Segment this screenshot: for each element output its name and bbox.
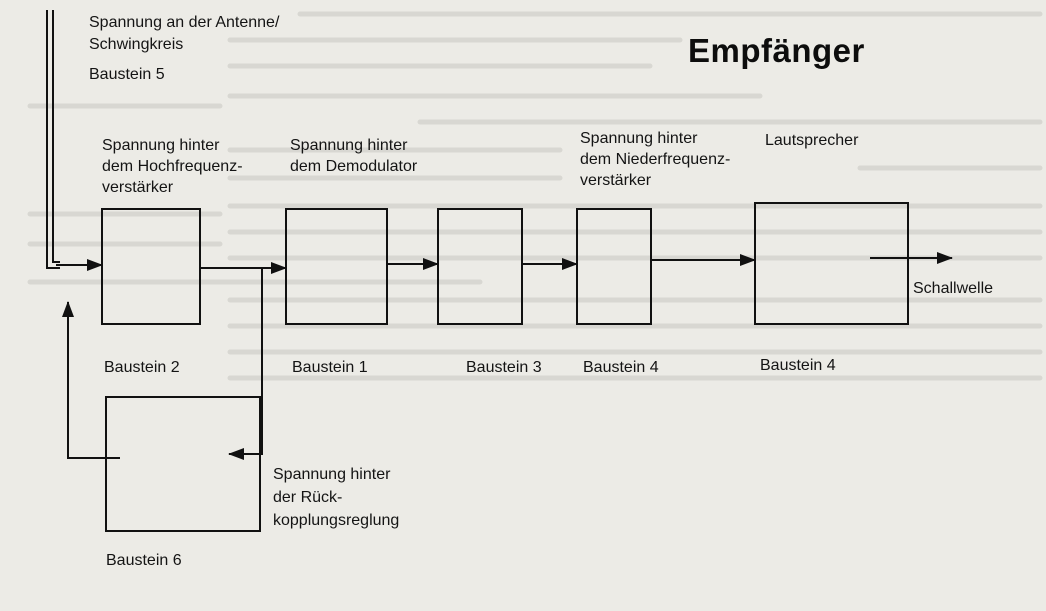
label-demod-line2: dem Demodulator xyxy=(290,158,418,175)
block-baustein-1 xyxy=(285,208,388,325)
block-baustein-3 xyxy=(437,208,523,325)
label-antenna-line2: Schwingkreis xyxy=(89,36,184,53)
label-hf-line1: Spannung hinter xyxy=(102,137,220,154)
block-label-baustein-3: Baustein 3 xyxy=(466,359,542,376)
label-nf-line2: dem Niederfrequenz- xyxy=(580,151,731,168)
label-antenna-line1: Spannung an der Antenne/ xyxy=(89,14,280,31)
block-label-baustein-6: Baustein 6 xyxy=(106,552,182,569)
block-label-baustein-4a: Baustein 4 xyxy=(583,359,659,376)
label-fb-line1: Spannung hinter xyxy=(273,466,391,483)
feedback-loop-line xyxy=(67,306,120,459)
label-nf-line3: verstärker xyxy=(580,172,652,189)
page-title: Empfänger xyxy=(688,32,865,69)
antenna-lead xyxy=(46,10,60,269)
label-demod-line1: Spannung hinter xyxy=(290,137,408,154)
block-label-baustein-1: Baustein 1 xyxy=(292,359,368,376)
block-label-baustein-4b: Baustein 4 xyxy=(760,357,836,374)
label-hf-line3: verstärker xyxy=(102,179,174,196)
block-baustein-6 xyxy=(105,396,261,532)
block-baustein-4b xyxy=(754,202,909,325)
block-label-baustein-2: Baustein 2 xyxy=(104,359,180,376)
label-hf-line2: dem Hochfrequenz- xyxy=(102,158,243,175)
block-baustein-4a xyxy=(576,208,652,325)
block-baustein-2 xyxy=(101,208,201,325)
label-antenna-block: Baustein 5 xyxy=(89,66,165,83)
label-output: Schallwelle xyxy=(913,280,994,297)
label-speaker: Lautsprecher xyxy=(765,132,859,149)
label-nf-line1: Spannung hinter xyxy=(580,130,698,147)
label-fb-line2: der Rück- xyxy=(273,489,343,506)
label-fb-line3: kopplungsreglung xyxy=(273,512,400,529)
feedback-return-line xyxy=(200,267,263,455)
